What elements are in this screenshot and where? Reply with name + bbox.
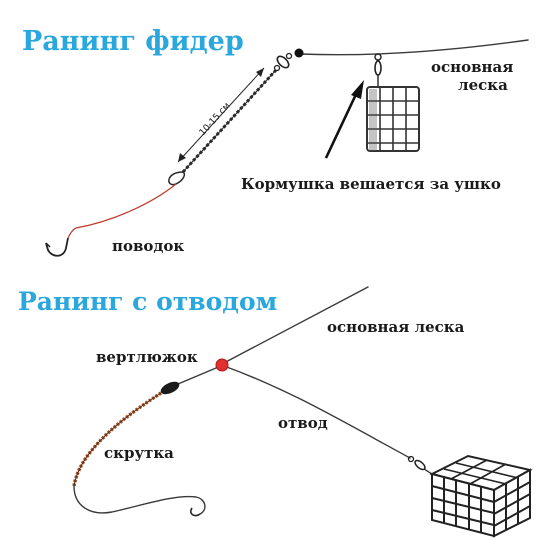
- twisted-section-core: [73, 392, 162, 487]
- branch-line: [223, 365, 411, 459]
- main-line-label-2-text: основная леска: [327, 318, 465, 336]
- branch-label: отвод: [278, 414, 328, 432]
- diagram-running-feeder: Ранинг фидер 10-15 см: [22, 26, 529, 257]
- length-mark: 10-15 см: [198, 101, 233, 138]
- main-line: [299, 39, 529, 56]
- twist-label: скрутка: [104, 444, 174, 462]
- leader-label: поводок: [112, 237, 184, 255]
- feeder-cage-icon: [366, 86, 420, 152]
- length-measure-arrow: [177, 67, 265, 163]
- diagram2-title: Ранинг с отводом: [18, 287, 277, 316]
- diagram-running-branch: Ранинг с отводом: [18, 286, 533, 538]
- diagram1-title: Ранинг фидер: [22, 26, 244, 57]
- feeder-snap-icon-2: [407, 455, 433, 475]
- pointer-arrow: [324, 80, 364, 159]
- feeder-note: Кормушка вешается за ушко: [241, 175, 501, 193]
- feeder-cage-icon-2: [429, 454, 533, 538]
- swivel-bead: [215, 358, 229, 372]
- main-line-2: [221, 286, 369, 365]
- leader-line-2: [73, 485, 206, 515]
- hook-icon-2: [190, 507, 201, 517]
- hook-icon: [45, 237, 69, 257]
- hook-barb: [45, 242, 51, 248]
- leader-line: [67, 183, 177, 239]
- main-line-label-2: леска: [458, 76, 508, 94]
- twisted-line-core: [182, 69, 277, 173]
- feeder-snap-icon: [374, 53, 382, 86]
- swivel-label: вертлюжок: [96, 348, 198, 366]
- main-line-label-1: основная: [431, 58, 513, 76]
- loop-icon: [168, 171, 186, 186]
- float-icon: [160, 381, 180, 395]
- line-to-float: [177, 367, 217, 385]
- swivel-icon: [273, 52, 293, 72]
- stopper-bead: [294, 48, 304, 58]
- twisted-section: [72, 391, 162, 487]
